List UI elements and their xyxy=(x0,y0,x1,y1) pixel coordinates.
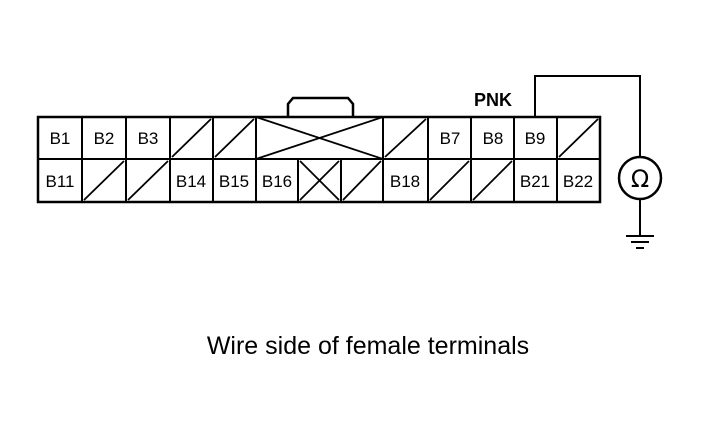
bottom-row-dividers xyxy=(81,159,558,202)
terminal-label: B2 xyxy=(94,129,115,148)
terminal-label: B18 xyxy=(390,172,420,191)
test-wire xyxy=(534,75,641,157)
terminal-label: B11 xyxy=(46,172,75,191)
terminal-label: B8 xyxy=(483,129,504,148)
terminal-label: B15 xyxy=(219,172,249,191)
locking-tab xyxy=(286,96,355,117)
terminal-label: B1 xyxy=(50,129,71,148)
diagram-caption: Wire side of female terminals xyxy=(207,332,529,360)
terminal-label: B22 xyxy=(563,172,593,191)
wire-color-label: PNK xyxy=(474,90,512,110)
terminal-label: B14 xyxy=(176,172,206,191)
terminal-label: B16 xyxy=(262,172,292,191)
empty-cavity-marks xyxy=(83,118,599,201)
terminal-label: B21 xyxy=(520,172,550,191)
terminal-label: B3 xyxy=(138,129,159,148)
ohm-symbol: Ω xyxy=(631,165,649,193)
ground-icon xyxy=(626,235,654,249)
terminal-label: B9 xyxy=(525,129,546,148)
blocked-cavity-marks xyxy=(255,116,384,201)
terminal-label: B7 xyxy=(440,129,461,148)
top-row-dividers xyxy=(81,117,558,159)
